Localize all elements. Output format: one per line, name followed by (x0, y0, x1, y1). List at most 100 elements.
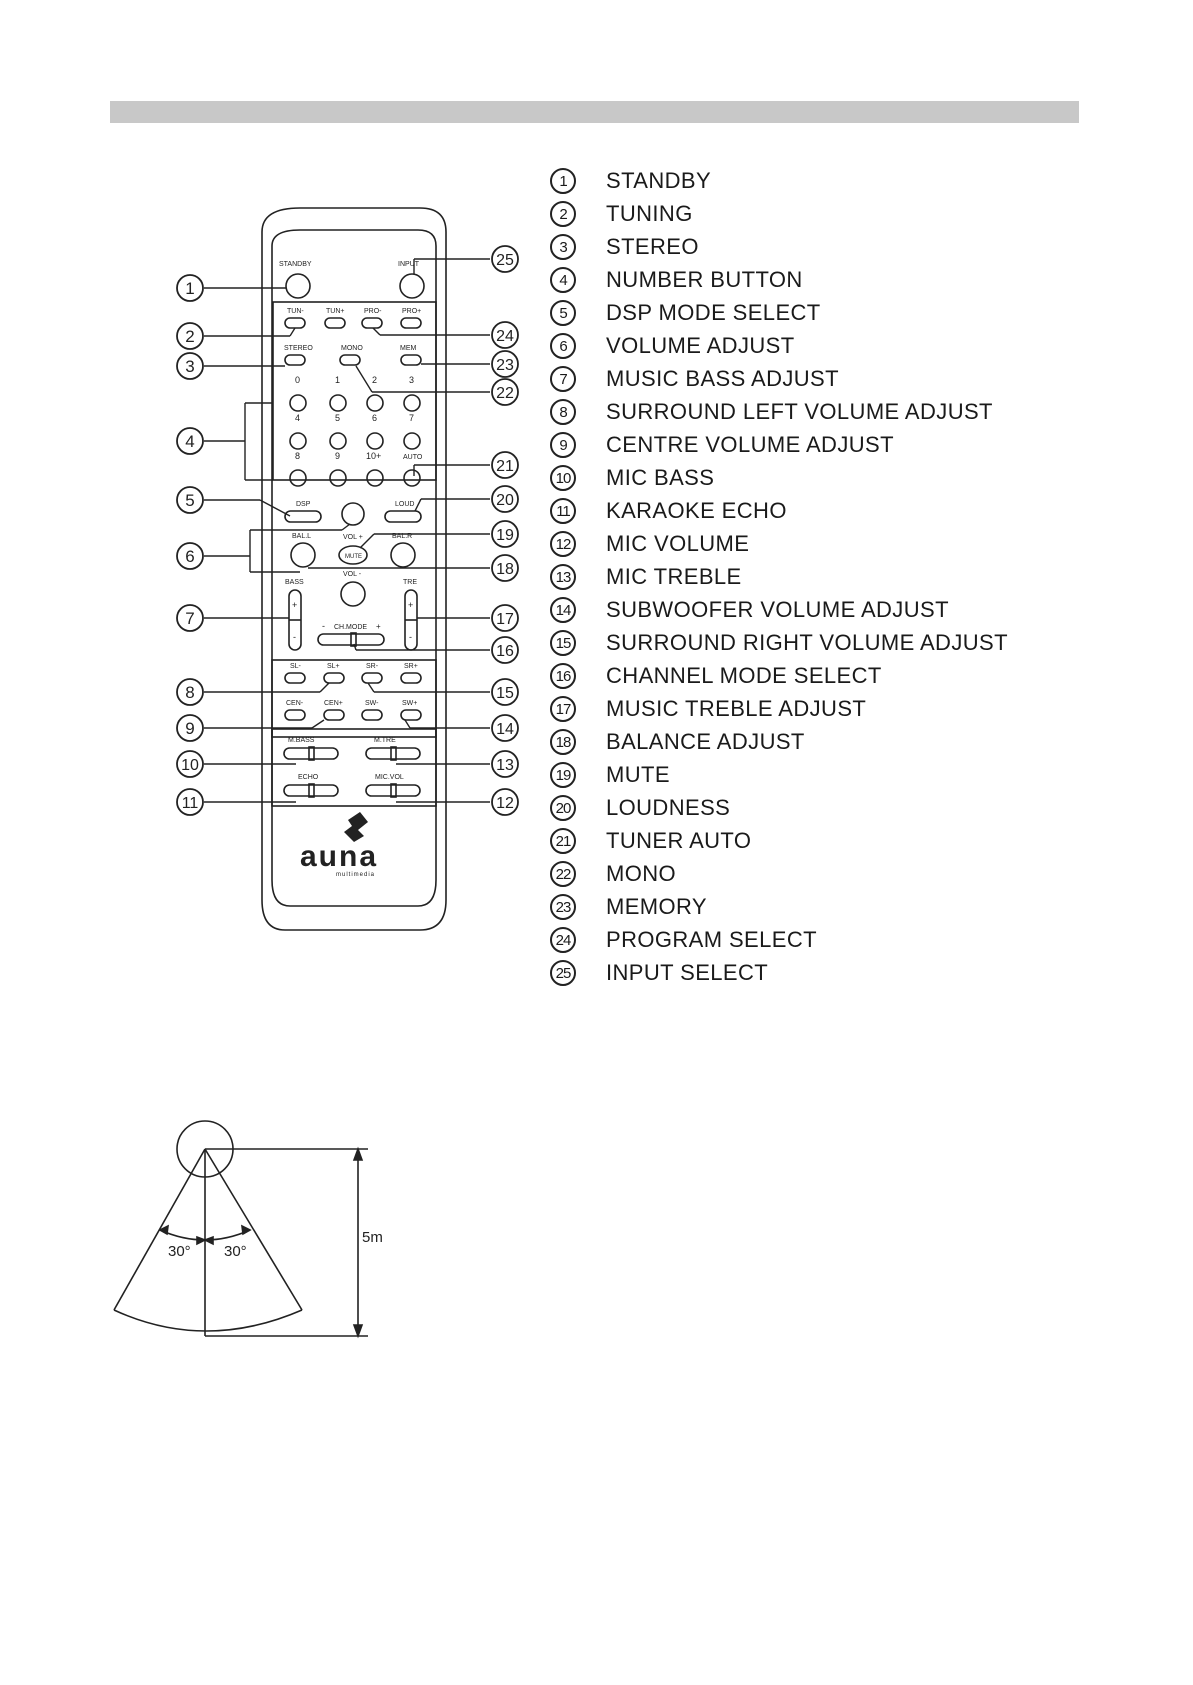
mute-button[interactable] (338, 545, 368, 565)
digit-label-9: 9 (335, 451, 340, 461)
tre-label: TRE (403, 579, 417, 586)
callout-number-18: 18 (496, 561, 514, 578)
digit-button-3[interactable] (403, 394, 421, 412)
sr-minus-button[interactable] (361, 672, 383, 684)
callout-circle-16 (491, 636, 519, 664)
digit-button-0[interactable] (289, 394, 307, 412)
legend-number: 3 (550, 234, 576, 260)
sw-plus-button[interactable] (400, 709, 422, 721)
callout-number-22: 22 (496, 385, 514, 402)
digit-button-6[interactable] (366, 432, 384, 450)
tun-plus-label: TUN+ (326, 308, 344, 315)
range-right-edge (204, 1148, 303, 1311)
cen-plus-button[interactable] (323, 709, 345, 721)
loud-button[interactable] (384, 510, 422, 523)
auto-button[interactable] (403, 469, 421, 487)
sl-minus-button[interactable] (284, 672, 306, 684)
callout-number-24: 24 (496, 328, 514, 345)
callout-circle-25 (491, 245, 519, 273)
callout-number-11: 11 (182, 795, 199, 812)
m-tre-slider[interactable] (365, 747, 421, 760)
legend-label: MIC VOLUME (606, 531, 750, 556)
remote-body (261, 207, 447, 931)
legend-label: SURROUND RIGHT VOLUME ADJUST (606, 630, 1008, 655)
legend-label: MUSIC BASS ADJUST (606, 366, 839, 391)
m-tre-label: M.TRE (374, 737, 396, 744)
digit-button-1[interactable] (329, 394, 347, 412)
digit-label-5: 5 (335, 413, 340, 423)
range-arc (113, 1309, 303, 1332)
digit-button-10[interactable] (366, 469, 384, 487)
standby-button[interactable] (285, 273, 311, 299)
mem-button[interactable] (400, 354, 422, 366)
bal-r-button[interactable] (390, 542, 416, 568)
digit-button-5[interactable] (329, 432, 347, 450)
angle-arrow-mid-right (203, 1235, 214, 1246)
pro-plus-button[interactable] (400, 317, 422, 329)
legend-label: MIC BASS (606, 465, 715, 490)
digit-button-9[interactable] (329, 469, 347, 487)
callout-number-12: 12 (496, 795, 514, 812)
bal-l-button[interactable] (290, 542, 316, 568)
tun-minus-button[interactable] (284, 317, 306, 329)
dsp-button[interactable] (284, 510, 322, 523)
bass-plus-label: + (292, 600, 297, 610)
dsp-label: DSP (296, 501, 311, 508)
m-bass-label: M.BASS (288, 737, 315, 744)
m-bass-slider[interactable] (283, 747, 339, 760)
sl-plus-button[interactable] (323, 672, 345, 684)
digit-label-4: 4 (295, 413, 300, 423)
vol-minus-button[interactable] (340, 581, 366, 607)
input-button[interactable] (399, 273, 425, 299)
ch-mode-label: CH.MODE (334, 624, 367, 631)
callout-circle-7 (176, 604, 204, 632)
tun-minus-label: TUN- (287, 308, 304, 315)
sr-plus-label: SR+ (404, 663, 418, 670)
echo-slider[interactable] (283, 784, 339, 797)
digit-button-2[interactable] (366, 394, 384, 412)
legend-number: 7 (550, 366, 576, 392)
cen-minus-button[interactable] (284, 709, 306, 721)
pro-minus-button[interactable] (361, 317, 383, 329)
legend-number: 15 (550, 630, 576, 656)
callout-number-9: 9 (185, 719, 194, 738)
mic-vol-knob[interactable] (390, 783, 397, 798)
ch-mode-knob[interactable] (350, 632, 357, 647)
legend-label: SUBWOOFER VOLUME ADJUST (606, 597, 949, 622)
legend-number: 8 (550, 399, 576, 425)
legend-label: LOUDNESS (606, 795, 731, 820)
stereo-button[interactable] (284, 354, 306, 366)
digit-button-8[interactable] (289, 469, 307, 487)
callout-circle-24 (491, 321, 519, 349)
callout-circle-9 (176, 714, 204, 742)
sr-plus-button[interactable] (400, 672, 422, 684)
m-tre-knob[interactable] (390, 746, 397, 761)
legend-label: MIC TREBLE (606, 564, 742, 589)
vol-plus-button[interactable] (341, 502, 365, 526)
tun-plus-button[interactable] (324, 317, 346, 329)
ch-mode-plus: + (376, 622, 381, 631)
legend-number: 2 (550, 201, 576, 227)
stereo-label: STEREO (284, 345, 313, 352)
mono-button[interactable] (339, 354, 361, 366)
m-bass-knob[interactable] (308, 746, 315, 761)
legend-item: 7 MUSIC BASS ADJUST (550, 364, 839, 394)
legend-number: 23 (550, 894, 576, 920)
mic-vol-slider[interactable] (365, 784, 421, 797)
legend-number: 11 (550, 498, 576, 524)
callout-number-23: 23 (496, 357, 514, 374)
digit-button-4[interactable] (289, 432, 307, 450)
callout-number-2: 2 (185, 327, 194, 346)
echo-knob[interactable] (308, 783, 315, 798)
sw-minus-button[interactable] (361, 709, 383, 721)
callout-number-20: 20 (496, 492, 514, 509)
digit-button-7[interactable] (403, 432, 421, 450)
